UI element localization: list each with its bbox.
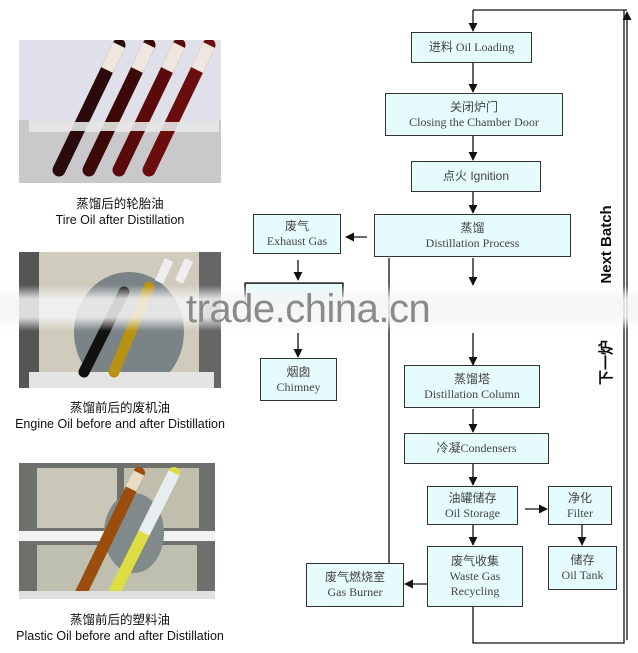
tire-oil-photo [19, 40, 221, 183]
watermark-text: trade.china.cn [186, 287, 431, 331]
engine-oil-caption: 蒸馏前后的废机油 Engine Oil before and after Dis… [0, 400, 240, 433]
ignition-zh: 点火 [442, 169, 467, 183]
ignition-en: Ignition [470, 169, 510, 183]
closing-door-zh: 关闭炉门 [449, 99, 498, 114]
condensers-en: Condensers [460, 441, 517, 455]
condensers-zh: 冷凝 [436, 441, 461, 455]
next-batch-zh: 下一炉 [598, 339, 615, 385]
exhaust-gas-box: 废气 Exhaust Gas [253, 214, 341, 254]
filter-box: 净化 Filter [548, 486, 612, 525]
plastic-oil-photo [19, 463, 215, 599]
oil-loading-box: 进料 Oil Loading [411, 32, 532, 63]
filter-en: Filter [567, 505, 593, 520]
distillation-column-box: 蒸馏塔 Distillation Column [404, 365, 540, 408]
next-batch-en: Next Batch [598, 205, 615, 284]
waste-gas-en1: Waste Gas [449, 569, 501, 583]
waste-gas-box: 废气收集 Waste Gas Recycling [427, 546, 523, 607]
oil-tank-box: 储存 Oil Tank [548, 546, 617, 590]
distillation-column-en: Distillation Column [424, 386, 520, 401]
distillation-box: 蒸馏 Distillation Process [374, 214, 571, 257]
waste-gas-zh: 废气收集 [450, 554, 499, 568]
gas-burner-zh: 废气燃烧室 [324, 570, 385, 584]
plastic-oil-caption: 蒸馏前后的塑料油 Plastic Oil before and after Di… [0, 612, 240, 645]
distillation-en: Distillation Process [425, 235, 520, 250]
oil-storage-box: 油罐储存 Oil Storage [427, 486, 518, 525]
condensers-box: 冷凝Condensers [404, 433, 549, 464]
caption-en: Plastic Oil before and after Distillatio… [16, 629, 224, 643]
closing-door-box: 关闭炉门 Closing the Chamber Door [385, 93, 563, 136]
oil-tank-zh: 储存 [570, 553, 595, 567]
oil-tank-en: Oil Tank [561, 568, 604, 582]
filter-zh: 净化 [567, 490, 592, 505]
chimney-zh: 烟囱 [286, 364, 311, 379]
chimney-box: 烟囱 Chimney [260, 358, 337, 401]
chimney-en: Chimney [276, 379, 321, 394]
plastic-oil-test-tubes-photo [19, 463, 215, 599]
distillation-zh: 蒸馏 [460, 220, 485, 235]
watermark-band [0, 285, 638, 331]
oil-storage-zh: 油罐储存 [448, 490, 497, 505]
caption-en: Engine Oil before and after Distillation [15, 417, 225, 431]
closing-door-en: Closing the Chamber Door [409, 114, 539, 129]
oil-loading-en: Oil Loading [455, 40, 515, 54]
waste-gas-en2: Recycling [450, 584, 500, 598]
gas-burner-en: Gas Burner [327, 585, 383, 599]
caption-zh: 蒸馏前后的塑料油 [69, 613, 170, 627]
caption-zh: 蒸馏后的轮胎油 [76, 197, 164, 211]
oil-storage-en: Oil Storage [445, 505, 500, 520]
tire-oil-test-tubes-photo [19, 40, 221, 183]
caption-zh: 蒸馏前后的废机油 [69, 401, 170, 415]
caption-en: Tire Oil after Distillation [55, 213, 185, 227]
gas-burner-box: 废气燃烧室 Gas Burner [306, 563, 404, 607]
tire-oil-caption: 蒸馏后的轮胎油 Tire Oil after Distillation [0, 196, 240, 229]
ignition-box: 点火 Ignition [411, 161, 541, 192]
oil-loading-zh: 进料 [428, 40, 453, 54]
exhaust-gas-zh: 废气 [284, 219, 309, 233]
distillation-column-zh: 蒸馏塔 [453, 371, 490, 386]
exhaust-gas-en: Exhaust Gas [266, 234, 328, 248]
